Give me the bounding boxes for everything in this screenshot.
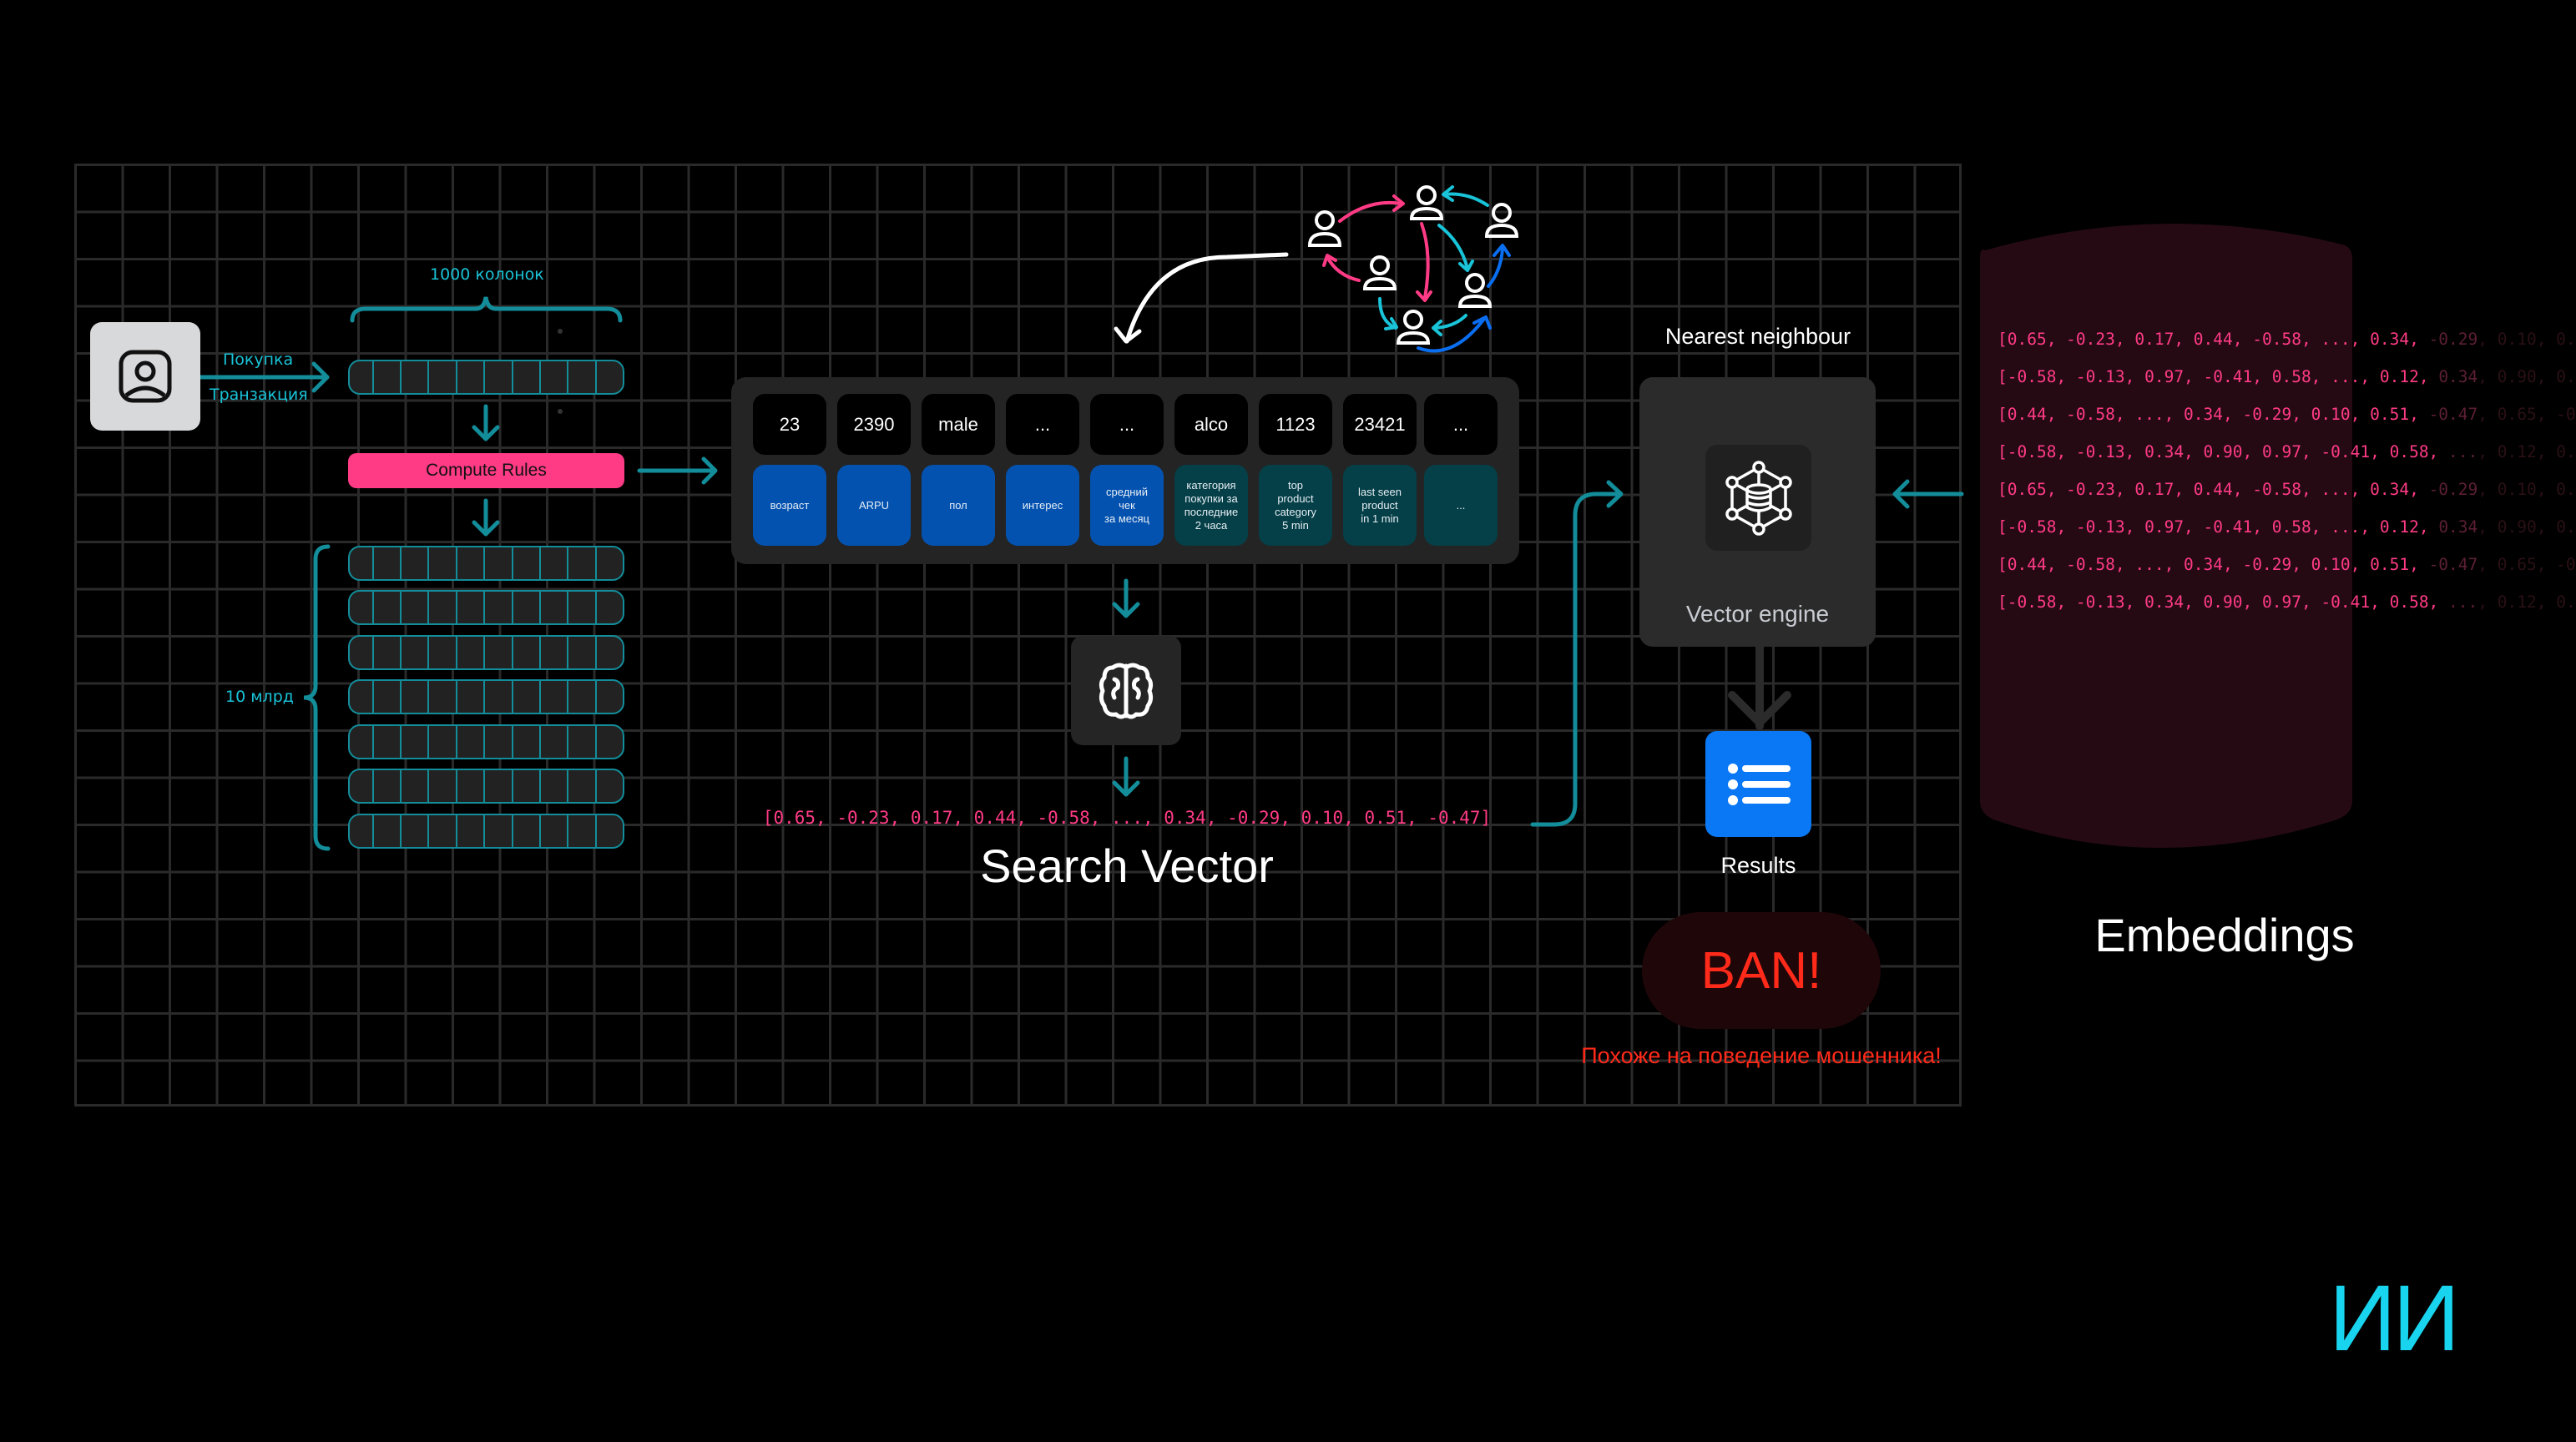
feature-label: средний чек за месяц — [1090, 465, 1164, 546]
feature-column[interactable]: ... средний чек за месяц — [1090, 394, 1164, 546]
embeddings-title: Embeddings — [2094, 909, 2355, 961]
table-row — [348, 546, 624, 581]
feature-value: alco — [1174, 394, 1248, 455]
input-row — [348, 360, 624, 395]
user-square-icon — [119, 350, 172, 403]
table-row — [348, 679, 624, 714]
feature-value: 23 — [753, 394, 826, 455]
event-label-purchase: Покупка — [223, 350, 294, 369]
results-label: Results — [1720, 853, 1796, 878]
feature-label: top product category 5 min — [1259, 465, 1332, 546]
embeddings-list: [0.65, -0.23, 0.17, 0.44, -0.58, ..., 0.… — [1998, 320, 2576, 621]
feature-label: пол — [922, 465, 995, 546]
model-node[interactable] — [1071, 636, 1181, 745]
feature-column[interactable]: ... ... — [1424, 394, 1498, 546]
feature-value: male — [922, 394, 995, 455]
feature-label: категория покупки за последние 2 часа — [1174, 465, 1248, 546]
feature-label: ... — [1424, 465, 1498, 546]
feature-vector-panel: 23 возраст 2390 ARPU male пол ... интере… — [731, 377, 1519, 564]
search-vector-values: [0.65, -0.23, 0.17, 0.44, -0.58, ..., 0.… — [762, 808, 1492, 828]
brain-icon — [1099, 663, 1154, 718]
feature-label: возраст — [753, 465, 826, 546]
feature-column[interactable]: 2390 ARPU — [837, 394, 911, 546]
event-label-transaction: Транзакция — [210, 386, 308, 404]
embedding-row: [-0.58, -0.13, 0.34, 0.90, 0.97, -0.41, … — [1998, 592, 2576, 612]
table-row — [348, 724, 624, 759]
vector-engine-icon-box — [1705, 445, 1811, 551]
rows-count-label: 10 млрд — [225, 688, 294, 706]
feature-label: last seen product in 1 min — [1343, 465, 1417, 546]
search-vector-title: Search Vector — [980, 839, 1274, 892]
embedding-row: [-0.58, -0.13, 0.97, -0.41, 0.58, ..., 0… — [1998, 367, 2576, 386]
feature-column[interactable]: 23421 last seen product in 1 min — [1343, 394, 1417, 546]
compute-rules-button[interactable]: Compute Rules — [348, 453, 624, 488]
customer-card[interactable] — [90, 322, 200, 431]
feature-label: ARPU — [837, 465, 911, 546]
feature-column[interactable]: alco категория покупки за последние 2 ча… — [1174, 394, 1248, 546]
feature-column[interactable]: ... интерес — [1006, 394, 1079, 546]
embedding-row: [0.44, -0.58, ..., 0.34, -0.29, 0.10, 0.… — [1998, 405, 2576, 424]
embedding-row: [-0.58, -0.13, 0.97, -0.41, 0.58, ..., 0… — [1998, 517, 2576, 537]
fraud-warning-text: Похоже на поведение мошенника! — [1581, 1043, 1942, 1068]
embedding-row: [0.65, -0.23, 0.17, 0.44, -0.58, ..., 0.… — [1998, 330, 2576, 349]
feature-value: 23421 — [1343, 394, 1417, 455]
nearest-neighbour-title: Nearest neighbour — [1664, 324, 1851, 349]
table-row — [348, 590, 624, 625]
embedding-row: [-0.58, -0.13, 0.34, 0.90, 0.97, -0.41, … — [1998, 442, 2576, 461]
vector-engine-label: Vector engine — [1685, 601, 1830, 627]
feature-value: ... — [1424, 394, 1498, 455]
feature-column[interactable]: 23 возраст — [753, 394, 826, 546]
ban-badge: BAN! — [1642, 912, 1881, 1029]
table-row — [348, 814, 624, 849]
feature-value: 1123 — [1259, 394, 1332, 455]
feature-value: ... — [1006, 394, 1079, 455]
feature-column[interactable]: 1123 top product category 5 min — [1259, 394, 1332, 546]
results-node[interactable] — [1705, 731, 1811, 837]
columns-count-label: 1000 колонок — [430, 265, 544, 284]
brand-logo: ИИ — [2329, 1266, 2460, 1370]
feature-value: ... — [1090, 394, 1164, 455]
list-icon — [1727, 763, 1791, 805]
table-row — [348, 769, 624, 804]
embedding-row: [0.65, -0.23, 0.17, 0.44, -0.58, ..., 0.… — [1998, 480, 2576, 499]
table-row — [348, 635, 624, 670]
feature-value: 2390 — [837, 394, 911, 455]
embedding-row: [0.44, -0.58, ..., 0.34, -0.29, 0.10, 0.… — [1998, 555, 2576, 574]
feature-label: интерес — [1006, 465, 1079, 546]
vector-database-icon — [1725, 460, 1792, 536]
feature-column[interactable]: male пол — [922, 394, 995, 546]
